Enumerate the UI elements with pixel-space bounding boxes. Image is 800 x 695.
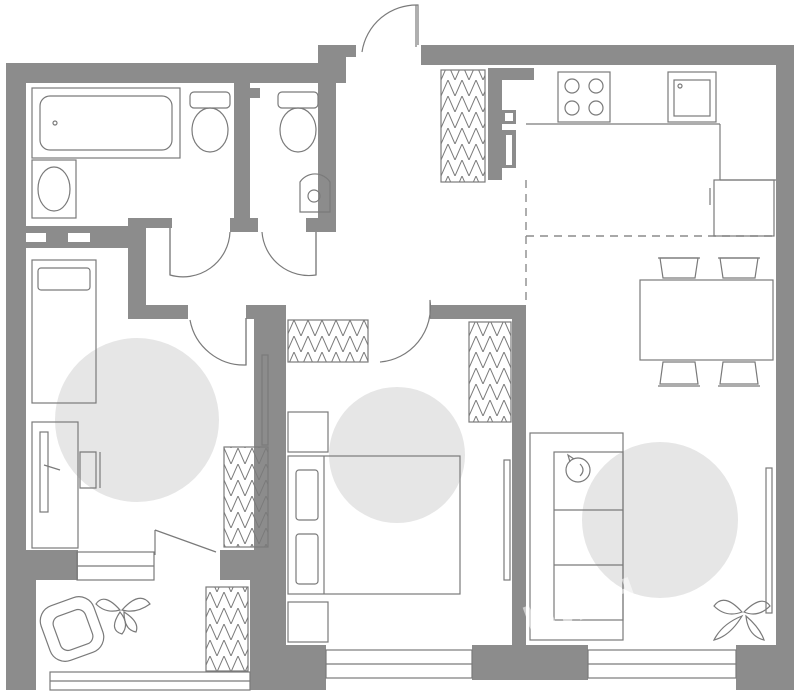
single-bed-icon: [31, 259, 97, 404]
bed-icon: [287, 455, 461, 595]
zone-highlights: [55, 338, 738, 598]
nightstand-icon: [287, 411, 329, 643]
sliding-panels: [261, 354, 773, 614]
walls: [6, 45, 794, 690]
dining-table-icon: [639, 279, 774, 361]
chair-icon-desk: [79, 451, 101, 489]
armchair-icon: [39, 596, 105, 662]
cat-icon: [565, 453, 591, 483]
sofa-icon: [529, 432, 624, 641]
refrigerator-icon: [709, 179, 775, 237]
bench-icon: [76, 551, 155, 581]
toilet-icon: [189, 91, 319, 153]
chair-icon: [658, 257, 760, 387]
plant-icon: [95, 597, 771, 641]
window-icon: [49, 649, 737, 691]
washbasin-icon: [31, 159, 331, 219]
wardrobe-icon: [205, 69, 512, 672]
door-icon: [154, 4, 432, 555]
sink-icon: [667, 71, 717, 123]
kitchen-zone-divider: [525, 180, 776, 305]
stove-icon: [557, 71, 611, 123]
wall-gaps: [505, 113, 513, 165]
bathtub-icon: [31, 87, 181, 159]
desk-icon: [31, 421, 79, 549]
kitchen-counter: [526, 123, 776, 181]
